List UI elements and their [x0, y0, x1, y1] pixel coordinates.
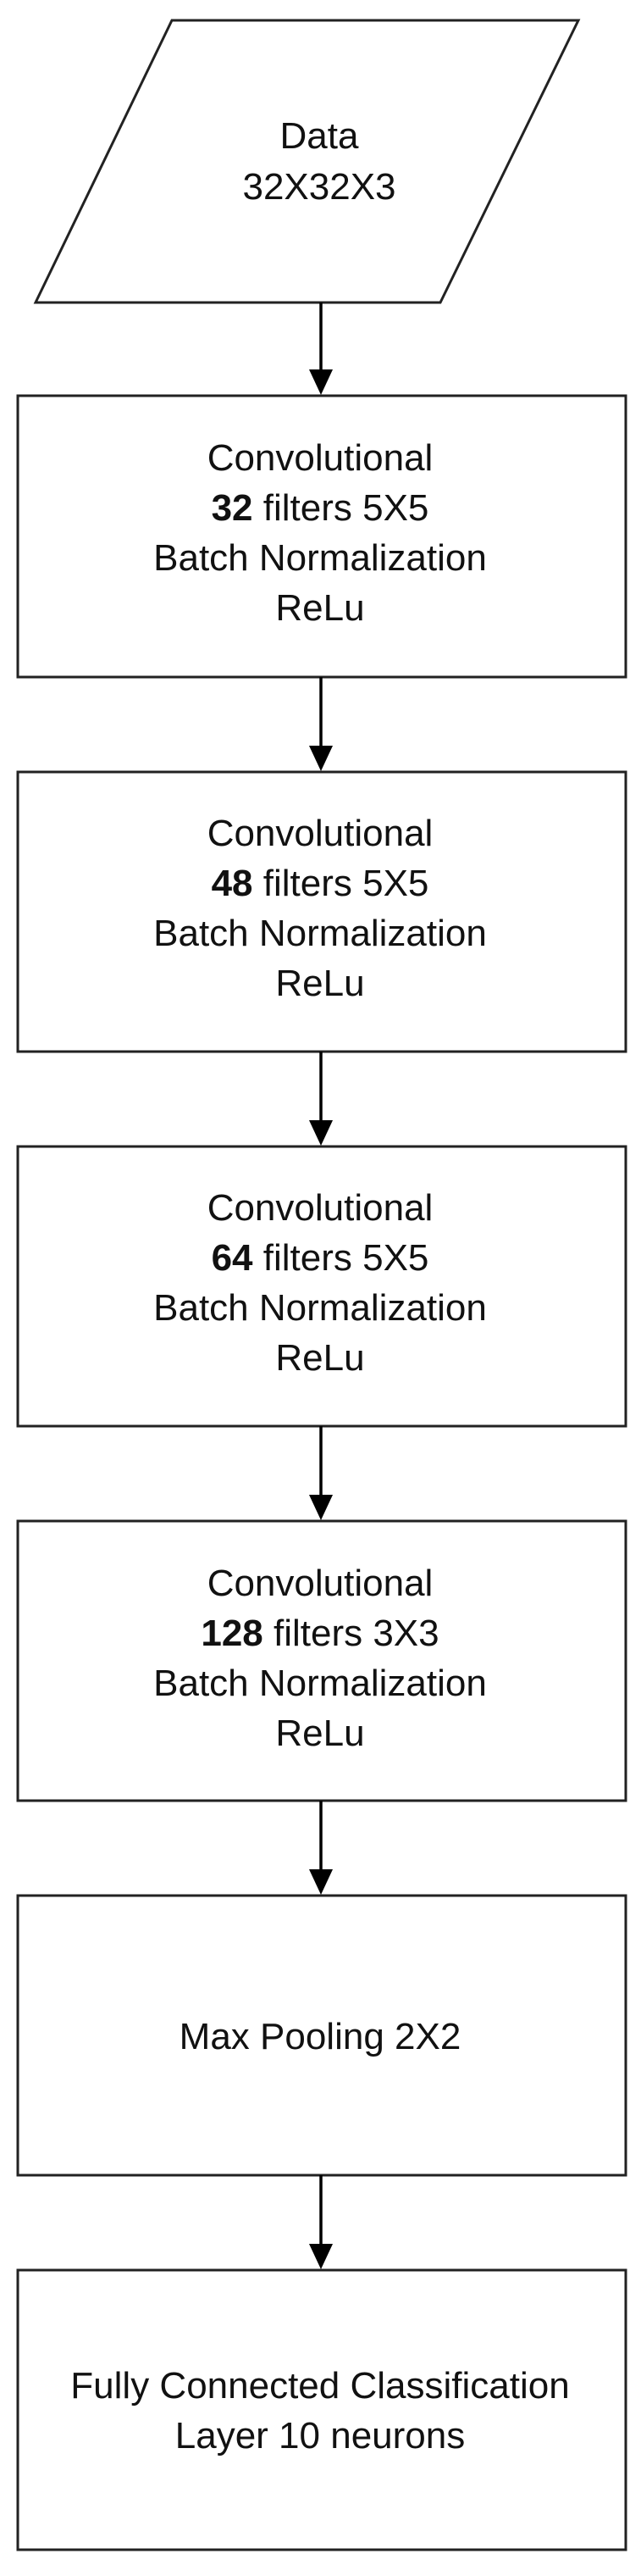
- conv1-activation: ReLu: [275, 587, 364, 629]
- conv2-title: Convolutional: [207, 813, 434, 854]
- conv2-normalization: Batch Normalization: [153, 913, 487, 954]
- fc-label-line2: Layer 10 neurons: [175, 2415, 465, 2457]
- conv3-box: [16, 1145, 627, 1428]
- conv3-title: Convolutional: [207, 1187, 434, 1229]
- arrow-conv1-to-conv2: [309, 677, 333, 771]
- pool-box: [16, 1894, 627, 2177]
- conv4-activation: ReLu: [275, 1713, 364, 1754]
- pool-node: Max Pooling 2X2: [16, 1894, 627, 2177]
- conv4-filter-size: filters 3X3: [263, 1613, 439, 1654]
- conv3-filter-size: filters 5X5: [253, 1237, 429, 1279]
- conv1-filter-size: filters 5X5: [253, 487, 429, 529]
- fc-node: Fully Connected Classification Layer 10 …: [16, 2268, 627, 2551]
- data-node: Data 32X32X3: [33, 19, 581, 304]
- conv3-filters: 64 filters 5X5: [212, 1237, 429, 1279]
- conv1-title: Convolutional: [207, 437, 434, 479]
- fc-box: [16, 2268, 627, 2551]
- arrow-pool-to-fc: [309, 2175, 333, 2269]
- conv4-normalization: Batch Normalization: [153, 1663, 487, 1704]
- conv4-node: Convolutional 128 filters 3X3 Batch Norm…: [16, 1519, 627, 1802]
- conv3-normalization: Batch Normalization: [153, 1287, 487, 1329]
- fc-label-line1: Fully Connected Classification: [70, 2365, 569, 2407]
- data-shape-label: 32X32X3: [242, 166, 395, 208]
- conv2-activation: ReLu: [275, 963, 364, 1004]
- conv3-node: Convolutional 64 filters 5X5 Batch Norma…: [16, 1145, 627, 1428]
- conv4-filters: 128 filters 3X3: [201, 1613, 439, 1654]
- pool-label: Max Pooling 2X2: [180, 2016, 461, 2057]
- conv2-node: Convolutional 48 filters 5X5 Batch Norma…: [16, 770, 627, 1053]
- conv2-filter-size: filters 5X5: [253, 863, 429, 904]
- conv4-box: [16, 1519, 627, 1802]
- arrow-conv2-to-conv3: [309, 1052, 333, 1146]
- data-parallelogram: [33, 19, 581, 304]
- conv1-node: Convolutional 32 filters 5X5 Batch Norma…: [16, 394, 627, 679]
- conv2-box: [16, 770, 627, 1053]
- conv2-filter-count: 48: [212, 863, 253, 904]
- conv3-filter-count: 64: [212, 1237, 253, 1279]
- arrow-data-to-conv1: [309, 303, 333, 395]
- conv4-filter-count: 128: [201, 1613, 262, 1654]
- arrow-conv4-to-pool: [309, 1801, 333, 1895]
- arrow-conv3-to-conv4: [309, 1426, 333, 1520]
- conv1-filter-count: 32: [212, 487, 253, 529]
- conv1-filters: 32 filters 5X5: [212, 487, 429, 529]
- conv3-activation: ReLu: [275, 1337, 364, 1379]
- conv4-title: Convolutional: [207, 1563, 434, 1604]
- conv1-normalization: Batch Normalization: [153, 537, 487, 579]
- data-label: Data: [280, 115, 359, 157]
- conv2-filters: 48 filters 5X5: [212, 863, 429, 904]
